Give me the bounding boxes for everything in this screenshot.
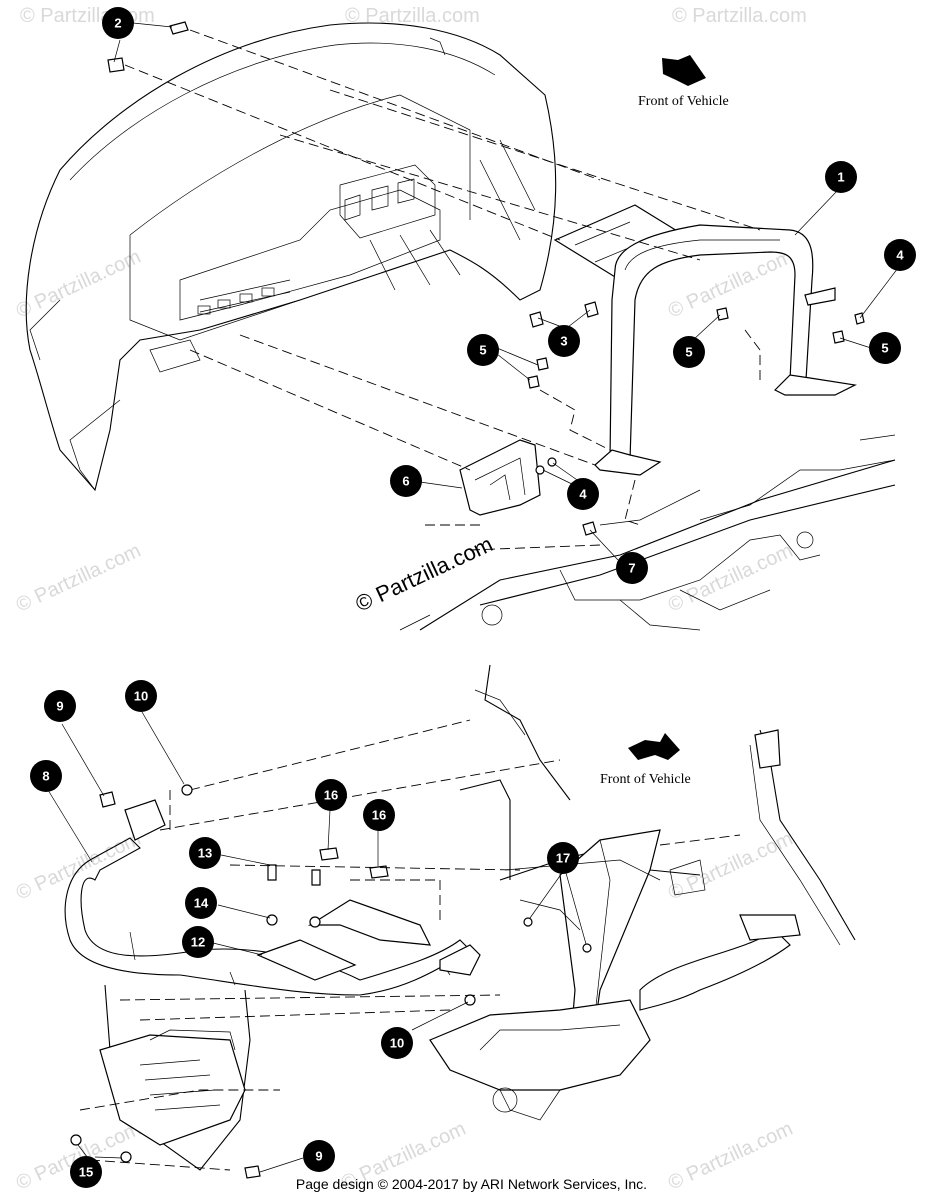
callout-6: 6 <box>390 465 422 497</box>
callout-4: 4 <box>884 239 916 271</box>
watermark: © Partzilla.com <box>13 246 144 323</box>
callout-10: 10 <box>381 1027 413 1059</box>
svg-text:10: 10 <box>134 689 148 704</box>
callout-5: 5 <box>673 336 705 368</box>
front-of-vehicle-indicator-bottom: Front of Vehicle <box>600 733 691 787</box>
watermark: © Partzilla.com <box>665 540 796 617</box>
leader-lines-top <box>113 22 899 561</box>
callout-13: 13 <box>189 837 221 869</box>
copyright-watermark: © Partzilla.com <box>352 531 497 616</box>
svg-text:12: 12 <box>191 935 205 950</box>
callout-2: 2 <box>102 7 134 39</box>
svg-text:10: 10 <box>390 1036 404 1051</box>
hardware-top <box>107 21 865 536</box>
svg-text:15: 15 <box>79 1165 93 1180</box>
callout-1: 1 <box>825 161 857 193</box>
arrow-icon <box>628 733 680 760</box>
svg-text:16: 16 <box>372 808 386 823</box>
svg-text:7: 7 <box>628 561 635 576</box>
svg-text:9: 9 <box>315 1149 322 1164</box>
svg-text:5: 5 <box>685 345 692 360</box>
svg-text:16: 16 <box>324 788 338 803</box>
callout-14: 14 <box>185 887 217 919</box>
svg-text:4: 4 <box>579 487 587 502</box>
watermark: © Partzilla.com <box>13 540 144 617</box>
svg-text:5: 5 <box>479 343 486 358</box>
callout-15: 15 <box>70 1156 102 1188</box>
callout-12: 12 <box>182 926 214 958</box>
callout-5: 5 <box>869 332 901 364</box>
part-12-plate <box>256 847 432 981</box>
callout-9: 9 <box>303 1140 335 1172</box>
dashboard-assembly <box>25 22 557 492</box>
watermark: © Partzilla.com <box>345 5 480 27</box>
part-6-mount-bracket <box>459 439 541 516</box>
alignment-lines-top <box>124 29 761 551</box>
svg-text:6: 6 <box>402 474 409 489</box>
watermark: © Partzilla.com <box>672 5 807 27</box>
callout-10: 10 <box>125 680 157 712</box>
watermarks: © Partzilla.com © Partzilla.com © Partzi… <box>13 5 807 1195</box>
svg-text:5: 5 <box>881 341 888 356</box>
vehicle-frame-bottom <box>429 664 856 1121</box>
callout-4: 4 <box>567 478 599 510</box>
callout-16: 16 <box>315 779 347 811</box>
leader-lines-bottom <box>47 711 587 1173</box>
arrow-icon <box>662 55 706 86</box>
svg-text:1: 1 <box>837 170 844 185</box>
front-of-vehicle-indicator-top: Front of Vehicle <box>638 55 729 109</box>
svg-text:9: 9 <box>56 699 63 714</box>
bumper-assembly <box>64 799 481 1171</box>
front-of-vehicle-label: Front of Vehicle <box>600 772 691 787</box>
callout-3: 3 <box>548 325 580 357</box>
callout-8: 8 <box>30 760 62 792</box>
watermark: © Partzilla.com <box>665 828 796 905</box>
svg-text:13: 13 <box>198 846 212 861</box>
callout-16: 16 <box>363 799 395 831</box>
svg-text:8: 8 <box>42 769 49 784</box>
front-of-vehicle-label: Front of Vehicle <box>638 94 729 109</box>
chassis-frame <box>399 434 896 631</box>
part-1-hoop-bracket <box>553 204 857 476</box>
alignment-lines-bottom <box>79 719 741 1171</box>
watermark: © Partzilla.com <box>20 5 155 27</box>
svg-text:14: 14 <box>194 896 209 911</box>
svg-text:17: 17 <box>556 851 570 866</box>
svg-text:3: 3 <box>560 334 567 349</box>
callout-7: 7 <box>616 552 648 584</box>
callout-5: 5 <box>467 334 499 366</box>
svg-text:2: 2 <box>114 16 121 31</box>
callout-17: 17 <box>547 842 579 874</box>
callout-9: 9 <box>44 690 76 722</box>
svg-text:4: 4 <box>896 248 904 263</box>
watermark: © Partzilla.com <box>13 828 144 905</box>
footer-copyright: Page design © 2004-2017 by ARI Network S… <box>295 1176 648 1192</box>
